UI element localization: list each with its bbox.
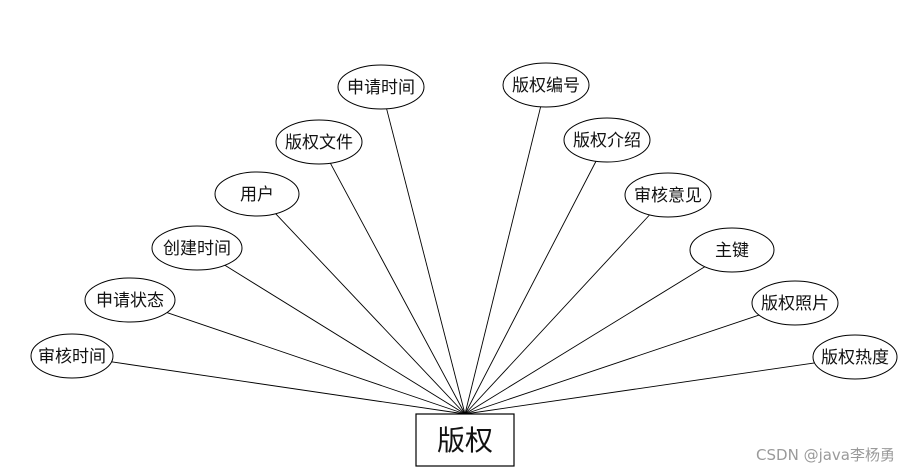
attribute-user: 用户	[214, 171, 300, 217]
watermark: CSDN @java李杨勇	[756, 446, 895, 464]
attribute-copyright_intro: 版权介绍	[563, 117, 651, 163]
attribute-copyright_heat: 版权热度	[812, 334, 898, 380]
attribute-ellipse	[563, 117, 651, 163]
attribute-label: 主键	[715, 241, 749, 261]
attribute-copyright_photo: 版权照片	[751, 280, 839, 326]
attribute-label: 审核时间	[38, 347, 106, 367]
attribute-label: 版权文件	[285, 133, 353, 153]
attribute-label: 申请状态	[96, 291, 164, 311]
connector-primary_key	[464, 266, 705, 415]
connector-copyright_photo	[464, 314, 760, 415]
attribute-ellipse	[812, 334, 898, 380]
connector-lines	[111, 106, 815, 415]
attribute-review_opinion: 审核意见	[624, 172, 712, 218]
attribute-ellipse	[30, 333, 114, 379]
connector-copyright_no	[464, 106, 542, 415]
attribute-label: 用户	[240, 185, 274, 205]
attribute-ellipse	[751, 280, 839, 326]
attribute-ellipse	[214, 171, 300, 217]
attribute-label: 申请时间	[347, 78, 415, 98]
attribute-created_time: 创建时间	[151, 225, 243, 271]
attribute-label: 创建时间	[163, 239, 231, 259]
attribute-ellipse	[84, 277, 176, 323]
connector-review_opinion	[464, 214, 650, 415]
attribute-ellipses: 审核时间 申请状态 创建时间 用户 版权文件 申请时间 版权编号版权介绍审核意见主键版权照片…	[30, 62, 898, 380]
connector-user	[275, 213, 466, 415]
connector-copyright_heat	[464, 362, 815, 415]
attribute-ellipse	[502, 62, 590, 108]
attribute-label: 版权热度	[821, 348, 889, 368]
attribute-apply_status: 申请状态	[84, 277, 176, 323]
entity-label: 版权	[437, 424, 493, 457]
connector-copyright_intro	[464, 161, 597, 415]
attribute-primary_key: 主键	[689, 227, 775, 273]
connector-copyright_file	[329, 163, 466, 415]
connector-apply_time	[386, 108, 466, 415]
attribute-ellipse	[337, 64, 425, 110]
attribute-ellipse	[624, 172, 712, 218]
entity-box	[415, 413, 515, 467]
attribute-label: 版权介绍	[573, 131, 641, 151]
connector-created_time	[224, 264, 466, 415]
attribute-label: 版权照片	[761, 294, 829, 314]
entity-copyright: 版权	[415, 413, 515, 467]
attribute-apply_time: 申请时间	[337, 64, 425, 110]
attribute-review_time: 审核时间	[30, 333, 114, 379]
attribute-ellipse	[689, 227, 775, 273]
attribute-label: 版权编号	[512, 76, 580, 96]
connector-review_time	[111, 361, 466, 415]
connector-apply_status	[166, 312, 466, 415]
attribute-ellipse	[151, 225, 243, 271]
attribute-copyright_no: 版权编号	[502, 62, 590, 108]
attribute-ellipse	[275, 119, 363, 165]
attribute-copyright_file: 版权文件	[275, 119, 363, 165]
attribute-label: 审核意见	[634, 186, 702, 206]
